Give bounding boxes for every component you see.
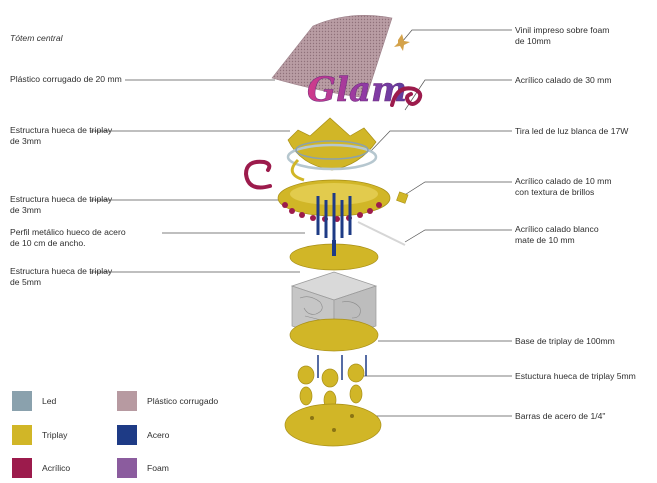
label-estructura-hueca-5mm: Estuctura hueca de triplay 5mm (515, 371, 636, 382)
base-disk (290, 319, 378, 351)
lower-columns (298, 364, 364, 409)
label-plastico: Plástico corrugado de 20 mm (10, 74, 122, 85)
legend-swatch (117, 458, 137, 478)
acrylic-white-piece (358, 222, 405, 245)
legend-item-acero: Acero (117, 425, 169, 445)
legend-item-acrilico: Acrílico (12, 458, 70, 478)
legend-swatch (12, 391, 32, 411)
crown-structure (288, 118, 376, 186)
label-estructura-3mm-ring: Estructura hueca de triplay de 3mm (10, 194, 112, 216)
label-perfil-acero: Perfil metálico hueco de acero de 10 cm … (10, 227, 126, 249)
label-vinil: Vinil impreso sobre foam de 10mm (515, 25, 609, 47)
legend-swatch (12, 425, 32, 445)
leader-lines (90, 30, 512, 416)
legend-item-triplay: Triplay (12, 425, 67, 445)
legend-swatch (117, 391, 137, 411)
label-tira-led: Tira led de luz blanca de 17W (515, 126, 628, 137)
star-icon (394, 34, 410, 51)
legend-swatch (12, 458, 32, 478)
acrylic-swirl-left (246, 162, 270, 188)
legend-swatch (117, 425, 137, 445)
label-estructura-3mm-top: Estructura hueca de triplay de 3mm (10, 125, 112, 147)
label-acrilico-30: Acrílico calado de 30 mm (515, 75, 611, 86)
label-acrilico-blanco: Acrílico calado blanco mate de 10 mm (515, 224, 599, 246)
label-estructura-5mm: Estructura hueca de triplay de 5mm (10, 266, 112, 288)
legend-item-led: Led (12, 391, 56, 411)
label-acrilico-10: Acrílico calado de 10 mm con textura de … (515, 176, 611, 198)
diagram-title: Tótem central (10, 33, 63, 43)
bottom-base (285, 404, 381, 446)
label-barras-acero: Barras de acero de 1/4" (515, 411, 605, 422)
ring-structure (278, 180, 390, 240)
legend-item-plastico: Plástico corrugado (117, 391, 218, 411)
label-base-triplay: Base de triplay de 100mm (515, 336, 615, 347)
legend-item-foam: Foam (117, 458, 169, 478)
